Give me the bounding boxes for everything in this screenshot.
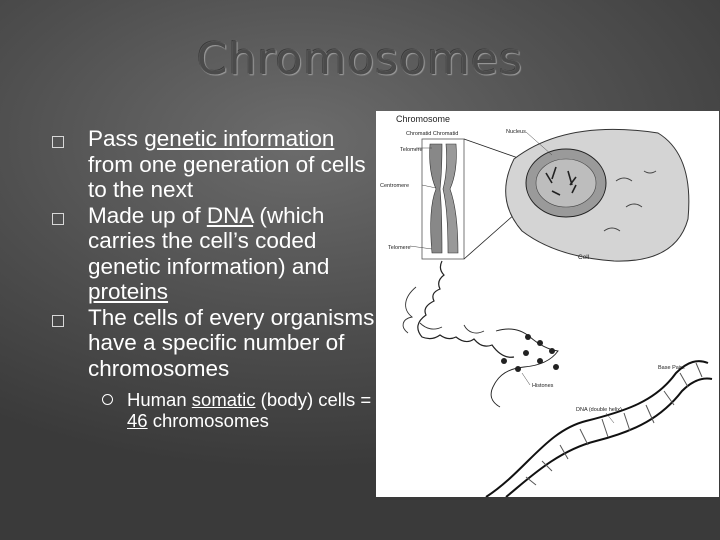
square-bullet-icon	[52, 136, 64, 148]
dna-label: DNA (double helix)	[576, 407, 622, 413]
bullet-text: from one generation of cells to the next	[88, 151, 366, 203]
sub-bullet-item: Human somatic (body) cells = 46 chromoso…	[102, 389, 382, 431]
diagram-header: Chromosome	[396, 114, 450, 124]
bullet-text: Made up of	[88, 202, 207, 228]
bullet-item: The cells of every organisms have a spec…	[52, 305, 382, 382]
chromosome-count: 46	[127, 410, 148, 431]
chromatin-fiber	[417, 260, 515, 358]
chromatid-right	[442, 143, 459, 254]
somatic-link[interactable]: somatic	[191, 389, 256, 410]
chromosome-box	[421, 138, 465, 260]
sub-bullet-text: Human	[127, 389, 192, 410]
square-bullet-icon	[52, 212, 64, 225]
dna-link[interactable]: DNA	[206, 202, 254, 228]
chromatid-left	[429, 143, 443, 254]
base-pairs-label: Base Pairs	[658, 365, 685, 371]
cell-label: Cell	[578, 254, 590, 261]
ring-bullet-icon	[102, 394, 113, 405]
telomere-top-label: Telomere	[400, 147, 423, 153]
square-bullet-icon	[52, 314, 64, 327]
bullet-text: Pass	[88, 126, 145, 151]
chromosome-diagram: Chromosome Chromatid Chromatid Telomere …	[376, 111, 719, 497]
dna-strand-b	[505, 377, 713, 497]
genetic-information-link[interactable]: genetic information	[144, 126, 335, 151]
dna-strand-a	[485, 360, 709, 497]
bullet-list: Pass genetic information from one genera…	[52, 126, 382, 431]
dna-base-pairs	[525, 362, 703, 486]
chromosome-illustration: Chromosome Chromatid Chromatid Telomere …	[380, 114, 713, 497]
bullet-text: The cells of every organisms have a spec…	[88, 304, 375, 381]
centromere-label: Centromere	[380, 183, 409, 189]
telomere-bottom-label: Telomere	[388, 245, 411, 251]
nucleus-chromosomes	[545, 166, 577, 196]
proteins-link[interactable]: proteins	[88, 279, 169, 304]
bullet-text: (which carries the cell’s coded genetic …	[88, 202, 330, 279]
nucleus-label: Nucleus	[506, 129, 526, 135]
bullet-item: Pass genetic information from one genera…	[52, 126, 382, 203]
sub-bullet-text: (body) cells =	[255, 389, 372, 410]
chromatids-label: Chromatid Chromatid	[406, 131, 458, 137]
histones-label: Histones	[532, 383, 554, 389]
slide-title: Chromosomes	[196, 34, 524, 85]
bullet-item: Made up of DNA (which carries the cell’s…	[52, 203, 382, 305]
sub-bullet-text: chromosomes	[147, 410, 269, 431]
